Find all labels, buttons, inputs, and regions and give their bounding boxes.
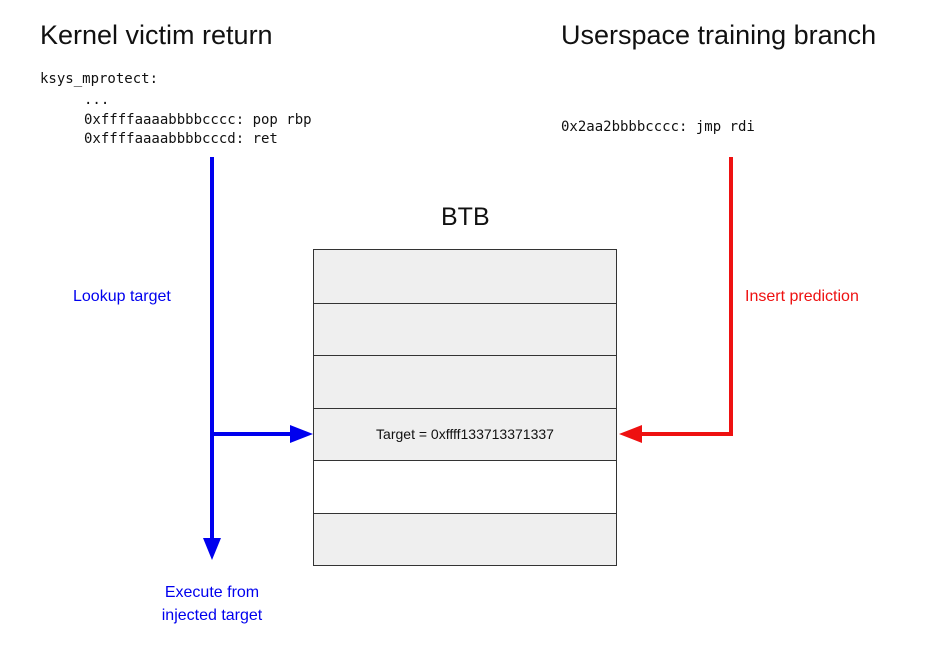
userspace-training-heading: Userspace training branch [561,20,877,50]
btb-table: Target = 0xffff133713371337 [313,249,617,566]
lookup-arrow-head [290,425,313,443]
execute-label-line1: Execute from [164,584,260,601]
btb-entry [314,302,616,355]
btb-entry: Target = 0xffff133713371337 [314,407,616,460]
btb-entry [314,250,616,303]
execute-injected-label: Execute from injected target [140,581,284,627]
kernel-function-name: ksys_mprotect: [40,71,159,87]
btb-entry [314,460,616,513]
insert-prediction-line [640,157,733,436]
insert-arrow-head [619,425,642,443]
lookup-target-label: Lookup target [73,288,171,305]
execute-arrow-head [203,538,221,560]
kernel-code-pop-line: 0xffffaaaabbbbcccc: pop rbp [84,112,312,128]
btb-entry-text: Target = 0xffff133713371337 [376,426,554,443]
kernel-code-ret-line: 0xffffaaaabbbbcccd: ret [84,131,278,147]
btb-entry [314,512,616,565]
btb-title: BTB [441,203,490,231]
kernel-victim-heading: Kernel victim return [40,20,273,50]
user-code-jmp-line: 0x2aa2bbbbcccc: jmp rdi [561,119,755,135]
insert-prediction-label: Insert prediction [745,288,859,305]
kernel-code-ellipsis: ... [84,92,110,108]
execute-label-line2: injected target [161,607,263,624]
btb-entry [314,355,616,408]
